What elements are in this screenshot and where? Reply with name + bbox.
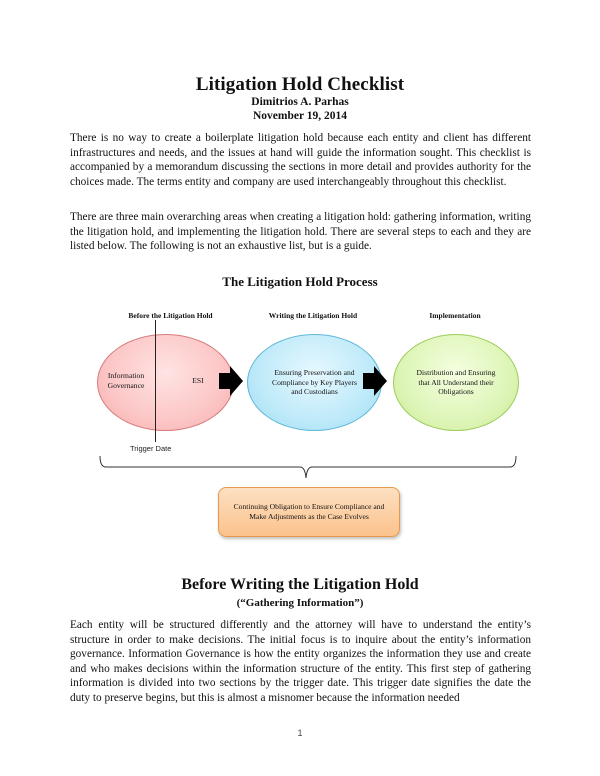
document-title: Litigation Hold Checklist	[195, 74, 405, 95]
page-number: 1	[297, 728, 303, 738]
column-label-before: Before the Litigation Hold	[128, 311, 213, 320]
column-label-implementation: Implementation	[429, 311, 481, 320]
section-subheading: (“Gathering Information”)	[236, 597, 364, 609]
right-arrow-icon	[363, 366, 387, 396]
stage-implementation-ellipse: Distribution and Ensuring that All Under…	[393, 334, 519, 431]
section-paragraph: Each entity will be structured different…	[70, 619, 531, 704]
right-arrow-icon	[219, 366, 243, 396]
stage-writing-text: Ensuring Preservation and Compliance by …	[272, 368, 357, 397]
column-label-writing: Writing the Litigation Hold	[268, 311, 358, 320]
information-governance-label: Information Governance	[107, 371, 145, 390]
trigger-date-label: Trigger Date	[130, 444, 172, 453]
overview-paragraph: There are three main overarching areas w…	[70, 211, 531, 253]
stage-implementation-text: Distribution and Ensuring that All Under…	[416, 368, 496, 397]
curly-brace-icon	[99, 455, 517, 479]
section-heading: Before Writing the Litigation Hold	[181, 576, 419, 593]
continuing-obligation-box: Continuing Obligation to Ensure Complian…	[218, 487, 400, 537]
trigger-date-line	[155, 320, 157, 442]
figure-title: The Litigation Hold Process	[222, 274, 378, 289]
intro-paragraph: There is no way to create a boilerplate …	[70, 132, 531, 188]
esi-label: ESI	[192, 376, 204, 385]
document-author: Dimitrios A. Parhas	[251, 96, 349, 108]
document-date: November 19, 2014	[252, 110, 347, 122]
